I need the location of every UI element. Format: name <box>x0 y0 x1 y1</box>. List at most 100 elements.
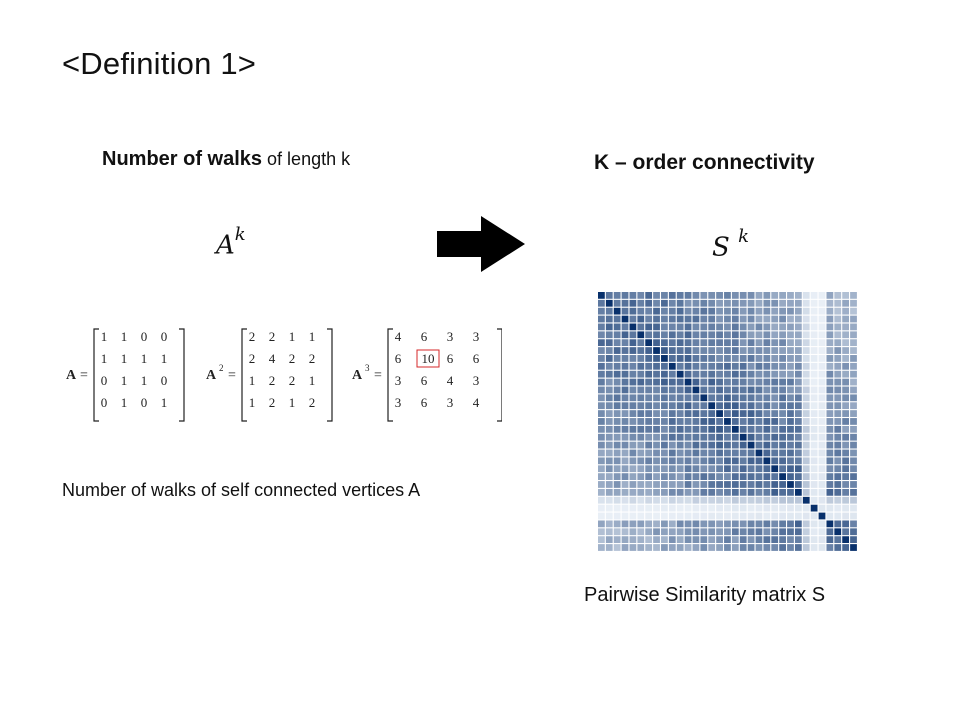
heatmap-cell <box>771 520 779 528</box>
heatmap-cell <box>645 339 653 347</box>
heatmap-cell <box>613 402 621 410</box>
heatmap-cell <box>661 355 668 362</box>
heatmap-cell <box>731 473 739 480</box>
heatmap-cell <box>598 323 605 331</box>
heatmap-cell <box>645 449 653 457</box>
heatmap-cell <box>747 307 755 315</box>
heatmap-cell <box>653 496 660 504</box>
heatmap-cell <box>621 307 629 315</box>
heatmap-cell <box>826 512 834 520</box>
matrix-cell: 1 <box>121 373 128 388</box>
heatmap-cell <box>724 496 731 504</box>
heatmap-cell <box>629 488 637 496</box>
right-bracket <box>179 328 185 422</box>
heatmap-cell <box>834 488 842 496</box>
heatmap-cell <box>779 331 786 339</box>
heatmap-cell <box>692 536 700 544</box>
matrix-cell: 4 <box>395 329 402 344</box>
heatmap-cell <box>645 378 653 386</box>
heatmap-cell <box>818 536 826 544</box>
heatmap-cell <box>716 488 723 496</box>
heatmap-cell <box>637 394 645 402</box>
heatmap-cell <box>818 323 826 331</box>
heatmap-cell <box>621 465 629 473</box>
heatmap-cell <box>716 528 723 536</box>
heatmap-cell <box>747 481 755 488</box>
heatmap-cell <box>716 402 723 410</box>
heatmap-cell <box>605 331 613 339</box>
heatmap-cell <box>653 536 660 544</box>
heatmap-cell <box>621 292 629 299</box>
heatmap-cell <box>763 355 771 362</box>
heatmap-cell <box>787 488 794 496</box>
heatmap-cell <box>810 355 818 362</box>
heatmap-cell <box>708 299 716 307</box>
heatmap-cell <box>598 433 605 441</box>
heatmap-cell <box>818 355 826 362</box>
heatmap-cell <box>834 528 842 536</box>
heatmap-cell <box>724 386 731 394</box>
heatmap-cell <box>818 362 826 370</box>
heatmap-cell <box>637 457 645 465</box>
heatmap-cell <box>755 504 763 512</box>
heatmap-cell <box>787 402 794 410</box>
heatmap-cell <box>692 449 700 457</box>
heatmap-cell <box>787 449 794 457</box>
heatmap-cell <box>850 433 857 441</box>
heatmap-cell <box>755 457 763 465</box>
matrix-cell: 0 <box>101 395 108 410</box>
heatmap-cell <box>818 457 826 465</box>
heatmap-cell <box>834 520 842 528</box>
heatmap-cell <box>850 512 857 520</box>
heatmap-cell <box>684 496 692 504</box>
heatmap-cell <box>605 315 613 323</box>
heatmap-cell <box>676 394 684 402</box>
heatmap-cell <box>653 425 660 433</box>
heatmap-cell <box>716 315 723 323</box>
heatmap-cell <box>613 473 621 480</box>
heatmap-cell <box>645 394 653 402</box>
heatmap-cell <box>605 536 613 544</box>
heatmap-cell <box>692 473 700 480</box>
heatmap-cell <box>700 355 708 362</box>
heatmap-cell <box>653 418 660 425</box>
heatmap-cell <box>834 315 842 323</box>
heatmap-cell <box>739 307 747 315</box>
heatmap-cell <box>700 512 708 520</box>
heatmap-cell <box>731 410 739 417</box>
heatmap-cell <box>661 496 668 504</box>
heatmap-cell <box>637 481 645 488</box>
heatmap-cell <box>779 386 786 394</box>
heatmap-cell <box>724 339 731 347</box>
heatmap-cell <box>708 449 716 457</box>
heatmap-cell <box>629 410 637 417</box>
heatmap-cell <box>842 386 850 394</box>
heatmap-cell <box>708 496 716 504</box>
heatmap-cell <box>763 402 771 410</box>
heatmap-cell <box>739 528 747 536</box>
heatmap-cell <box>613 504 621 512</box>
heatmap-cell <box>802 488 810 496</box>
heatmap-cell <box>763 544 771 551</box>
heatmap-cell <box>818 512 826 520</box>
heatmap-cell <box>763 418 771 425</box>
heatmap-cell <box>810 433 818 441</box>
heatmap-cell <box>779 488 786 496</box>
heatmap-cell <box>850 299 857 307</box>
heatmap-cell <box>747 449 755 457</box>
heatmap-cell <box>739 481 747 488</box>
heatmap-cell <box>818 433 826 441</box>
matrix-cell: 6 <box>395 351 402 366</box>
heatmap-cell <box>826 504 834 512</box>
heatmap-cell <box>621 441 629 449</box>
heatmap-cell <box>653 433 660 441</box>
heatmap-cell <box>637 512 645 520</box>
heatmap-cell <box>771 410 779 417</box>
matrix-cell: 3 <box>395 373 402 388</box>
heatmap-cell <box>755 449 763 457</box>
heatmap-cell <box>668 496 676 504</box>
heatmap-cell <box>613 441 621 449</box>
heatmap-cell <box>676 410 684 417</box>
heatmap-cell <box>708 441 716 449</box>
heatmap-cell <box>779 315 786 323</box>
